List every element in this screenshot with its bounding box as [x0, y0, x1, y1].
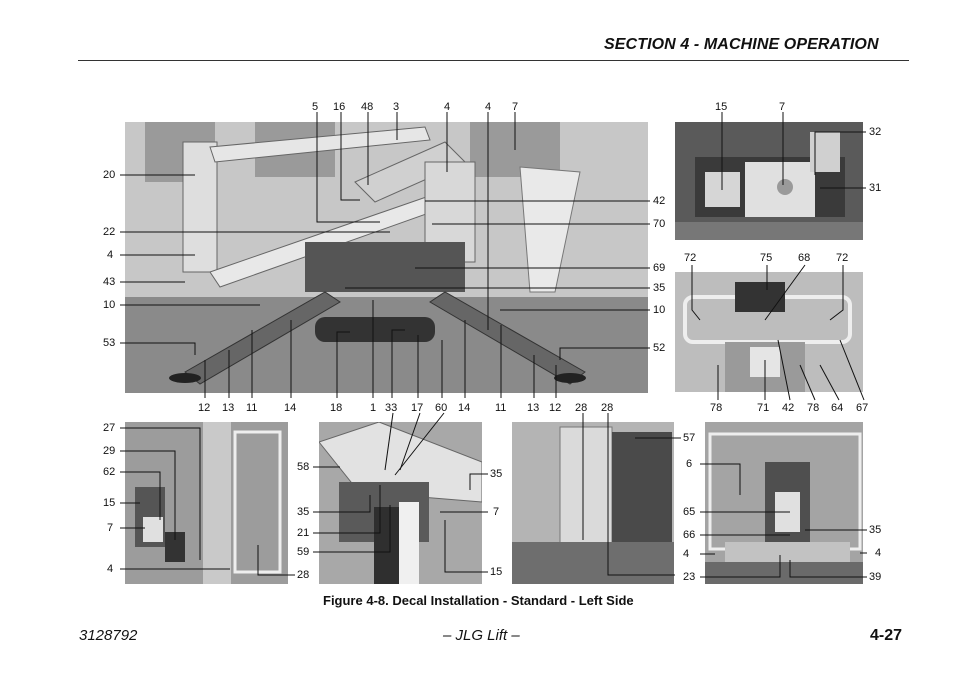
callout-label: 42 [653, 195, 666, 207]
photo-platform-side [125, 422, 288, 584]
callout-label: 66 [683, 529, 696, 541]
callout-label: 4 [107, 249, 114, 261]
callout-label: 28 [297, 569, 310, 581]
callout-label: 12 [198, 402, 211, 414]
callout-label: 39 [869, 571, 882, 583]
callout-label: 35 [297, 506, 310, 518]
callout-label: 10 [103, 299, 116, 311]
callout-label: 4 [107, 563, 114, 575]
callout-label: 35 [869, 524, 882, 536]
callout-label: 29 [103, 445, 116, 457]
callout-label: 5 [312, 101, 319, 113]
photo-turntable-detail [319, 422, 482, 584]
callout-label: 10 [653, 304, 666, 316]
callout-label: 68 [798, 252, 811, 264]
callout-label: 67 [856, 402, 869, 414]
callout-label: 15 [103, 497, 116, 509]
document-number: 3128792 [79, 627, 138, 644]
callout-label: 33 [385, 402, 398, 414]
callout-label: 1 [370, 402, 377, 414]
callout-label: 32 [869, 126, 882, 138]
callout-label: 28 [601, 402, 614, 414]
photo-main-lift [125, 122, 648, 393]
callout-label: 53 [103, 337, 116, 349]
callout-label: 7 [107, 522, 114, 534]
callout-label: 12 [549, 402, 562, 414]
callout-label: 78 [807, 402, 820, 414]
callout-label: 17 [411, 402, 424, 414]
callout-label: 58 [297, 461, 310, 473]
callout-label: 75 [760, 252, 773, 264]
callout-label: 21 [297, 527, 310, 539]
callout-label: 15 [715, 101, 728, 113]
callout-label: 43 [103, 276, 116, 288]
callout-label: 7 [512, 101, 519, 113]
callout-label: 11 [495, 402, 507, 414]
callout-label: 31 [869, 182, 882, 194]
callout-label: 69 [653, 262, 666, 274]
callout-label: 60 [435, 402, 448, 414]
callout-label: 35 [490, 468, 503, 480]
callout-label: 14 [458, 402, 471, 414]
callout-label: 27 [103, 422, 116, 434]
callout-label: 4 [444, 101, 451, 113]
section-title: SECTION 4 - MACHINE OPERATION [604, 36, 879, 53]
callout-label: 13 [222, 402, 235, 414]
figure-caption: Figure 4-8. Decal Installation - Standar… [323, 593, 634, 608]
callout-label: 48 [361, 101, 374, 113]
callout-label: 57 [683, 432, 696, 444]
callout-label: 4 [485, 101, 492, 113]
callout-label: 14 [284, 402, 297, 414]
callout-label: 64 [831, 402, 844, 414]
photo-platform-basket [675, 272, 863, 392]
callout-label: 7 [493, 506, 500, 518]
callout-label: 20 [103, 169, 116, 181]
photo-platform-control-box [675, 122, 863, 240]
photo-boom-side [512, 422, 674, 584]
callout-label: 4 [875, 547, 882, 559]
header-rule [78, 60, 909, 61]
callout-label: 7 [779, 101, 786, 113]
callout-label: 65 [683, 506, 696, 518]
callout-label: 22 [103, 226, 116, 238]
callout-label: 42 [782, 402, 795, 414]
footer-title: – JLG Lift – [443, 627, 520, 644]
callout-label: 3 [393, 101, 400, 113]
callout-label: 35 [653, 282, 666, 294]
callout-label: 62 [103, 466, 116, 478]
callout-label: 28 [575, 402, 588, 414]
callout-label: 16 [333, 101, 346, 113]
callout-label: 59 [297, 546, 310, 558]
callout-label: 72 [836, 252, 849, 264]
callout-label: 13 [527, 402, 540, 414]
page-number: 4-27 [870, 627, 903, 644]
callout-label: 52 [653, 342, 666, 354]
callout-label: 4 [683, 548, 690, 560]
callout-label: 15 [490, 566, 503, 578]
callout-label: 78 [710, 402, 723, 414]
callout-label: 70 [653, 218, 666, 230]
callout-label: 71 [757, 402, 770, 414]
callout-label: 11 [246, 402, 258, 414]
callout-label: 72 [684, 252, 697, 264]
callout-label: 18 [330, 402, 343, 414]
photo-platform-front [705, 422, 863, 584]
callout-label: 23 [683, 571, 696, 583]
callout-label: 6 [686, 458, 693, 470]
